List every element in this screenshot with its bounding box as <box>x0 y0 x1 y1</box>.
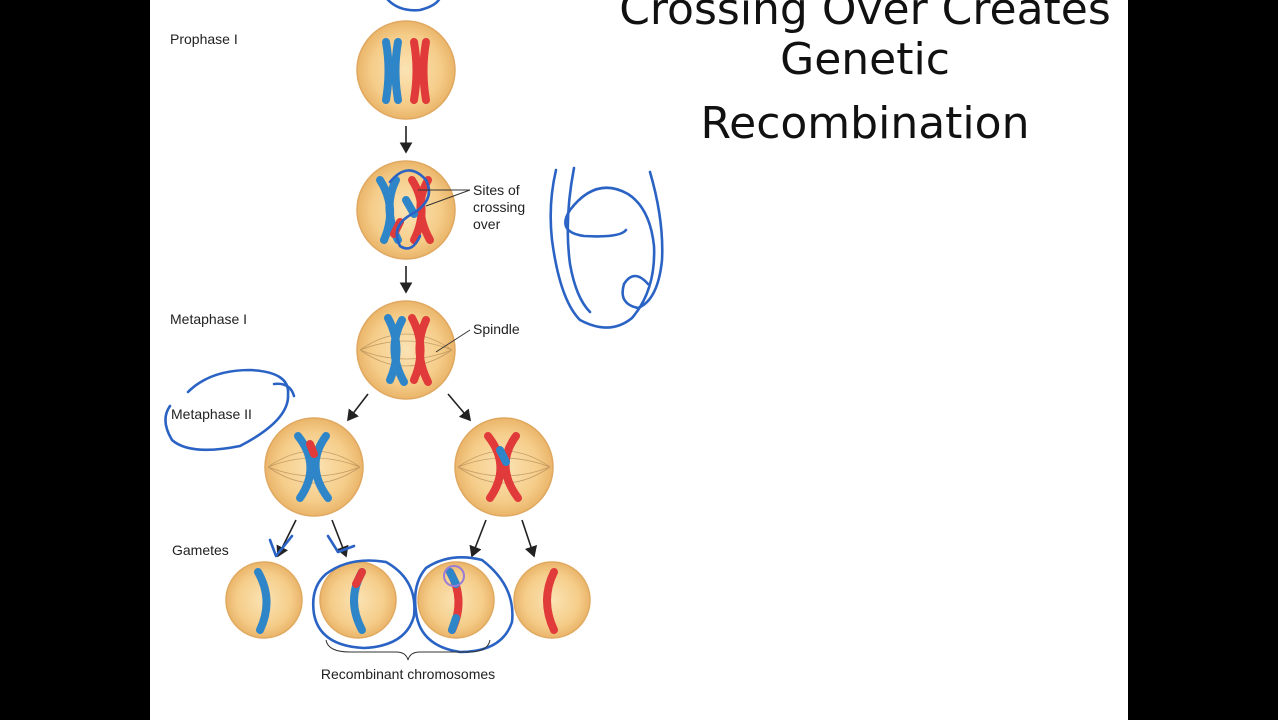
label-sites-1: Sites of <box>473 182 520 198</box>
ink-metaphase-2-tick <box>272 382 296 398</box>
leader-sites <box>418 189 471 207</box>
slide-title-line-1: Crossing Over Creates <box>619 0 1111 35</box>
gamete-4 <box>513 561 591 639</box>
ink-circle-gamete-2 <box>311 559 416 650</box>
label-prophase-1: Prophase I <box>170 31 238 47</box>
cell-metaphase-2-left <box>264 417 364 517</box>
ink-scribble-right <box>621 170 664 310</box>
cell-metaphase-2-right <box>454 417 554 517</box>
gamete-3 <box>417 561 495 639</box>
label-sites-2: crossing <box>473 199 525 215</box>
gamete-1 <box>225 561 303 639</box>
slide: Crossing Over Creates Genetic Recombinat… <box>150 0 1128 720</box>
label-gametes: Gametes <box>172 542 229 558</box>
ink-crossing-circle <box>388 169 431 250</box>
label-recombinant: Recombinant chromosomes <box>321 666 495 682</box>
cell-metaphase-1 <box>356 300 456 400</box>
arrow-3-right <box>447 393 472 422</box>
ink-check-2 <box>326 534 356 554</box>
ink-top-scribble <box>386 0 441 12</box>
recombinant-bracket <box>325 639 491 661</box>
gamete-2 <box>319 561 397 639</box>
slide-title-line-3: Recombination <box>700 98 1030 149</box>
arrow-4-d <box>521 519 538 558</box>
label-sites-3: over <box>473 216 501 232</box>
meiosis-diagram: Prophase I Metaphase I Metaphase II Game… <box>164 0 664 682</box>
label-metaphase-2: Metaphase II <box>171 406 252 422</box>
label-spindle: Spindle <box>473 321 520 337</box>
arrow-4-c <box>469 519 487 558</box>
ink-scribble-stroke <box>566 166 592 314</box>
slide-title-line-2: Genetic <box>780 34 950 85</box>
cursor-highlight <box>443 565 465 587</box>
ink-metaphase-2-circle <box>164 368 290 452</box>
leader-spindle <box>435 329 471 353</box>
cell-crossing-over <box>356 160 456 260</box>
cell-prophase-1 <box>356 20 456 120</box>
label-metaphase-1: Metaphase I <box>170 311 247 327</box>
ink-circle-gamete-3 <box>413 556 514 654</box>
ink-scribble-loop <box>549 168 656 329</box>
ink-check-1 <box>268 534 294 558</box>
arrow-3-left <box>347 393 369 422</box>
